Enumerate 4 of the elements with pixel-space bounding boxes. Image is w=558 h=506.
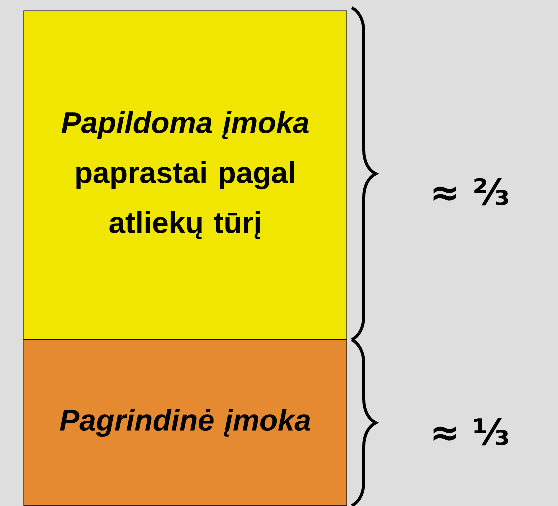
payment-block: Papildoma įmoka paprastai pagal atliekų tūrį [24,10,348,340]
payment-block: Pagrindinė įmoka [24,340,348,506]
fraction-label: ≈ ⅓ [434,418,508,446]
fraction-label: ≈ ⅔ [434,178,508,206]
